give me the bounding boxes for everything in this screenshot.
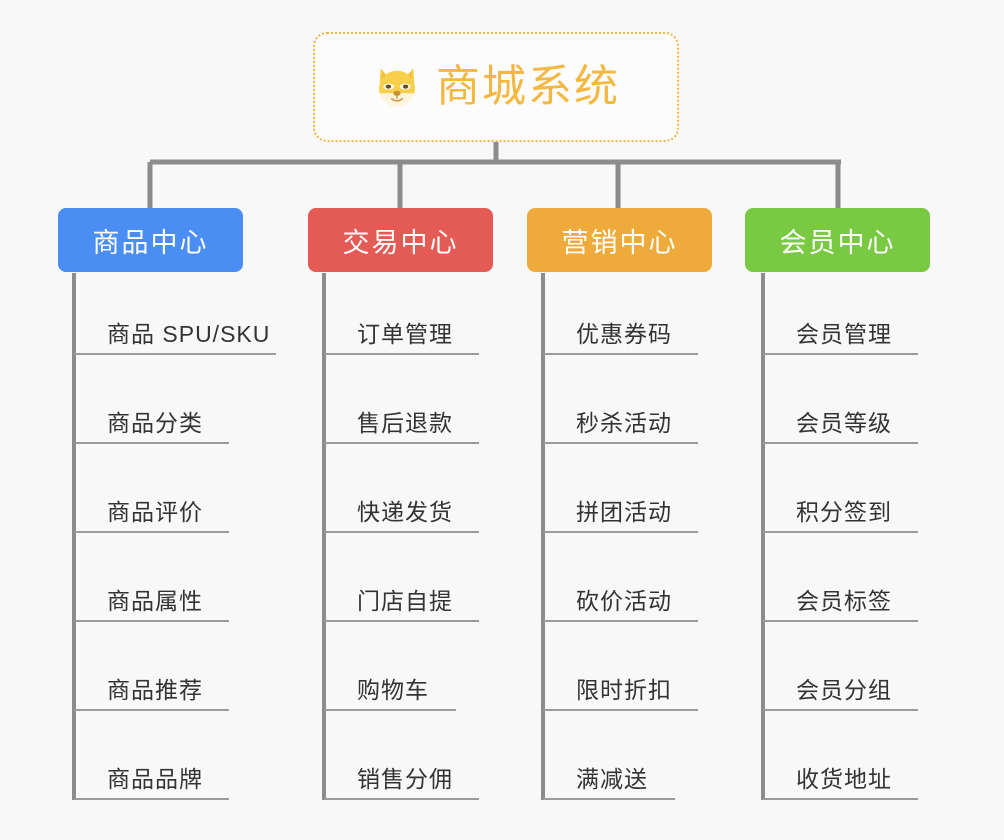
leaf-label: 商品属性 [107, 587, 203, 614]
leaf-label: 拼团活动 [576, 498, 672, 525]
leaf-label: 限时折扣 [576, 676, 672, 703]
leaf-item[interactable]: 砍价活动 [543, 533, 698, 622]
leaf-item[interactable]: 优惠券码 [543, 266, 698, 355]
leaf-item[interactable]: 会员等级 [763, 355, 918, 444]
category-label-3: 营销中心 [561, 227, 678, 258]
leaf-label: 会员分组 [796, 676, 892, 703]
root-title: 商城系统 [436, 62, 620, 111]
leaf-label: 快递发货 [357, 498, 453, 525]
leaf-label: 售后退款 [357, 409, 453, 436]
leaf-item[interactable]: 商品品牌 [74, 711, 229, 800]
category-label-2: 交易中心 [342, 227, 459, 258]
leaf-item[interactable]: 积分签到 [763, 444, 918, 533]
leaf-item[interactable]: 秒杀活动 [543, 355, 698, 444]
leaf-item[interactable]: 快递发货 [324, 444, 479, 533]
leaf-item[interactable]: 满减送 [543, 711, 675, 800]
leaf-item[interactable]: 售后退款 [324, 355, 479, 444]
leaf-label: 满减送 [576, 765, 648, 792]
leaf-item[interactable]: 订单管理 [324, 266, 479, 355]
leaf-item[interactable]: 商品评价 [74, 444, 229, 533]
leaf-item[interactable]: 收货地址 [763, 711, 918, 800]
category-label-4: 会员中心 [779, 227, 896, 258]
leaf-label: 商品品牌 [107, 765, 203, 792]
leaf-item[interactable]: 会员管理 [763, 266, 918, 355]
leaf-item[interactable]: 会员标签 [763, 533, 918, 622]
leaf-item[interactable]: 商品属性 [74, 533, 229, 622]
root-node[interactable]: 商城系统 [313, 32, 679, 142]
leaf-item[interactable]: 商品分类 [74, 355, 229, 444]
leaf-label: 销售分佣 [357, 765, 453, 792]
leaf-label: 积分签到 [796, 498, 892, 525]
leaf-label: 购物车 [357, 676, 429, 703]
shiba-inu-face-icon [372, 62, 422, 112]
leaf-label: 砍价活动 [576, 587, 672, 614]
leaf-label: 会员等级 [796, 409, 892, 436]
leaf-label: 商品评价 [107, 498, 203, 525]
category-label-1: 商品中心 [92, 227, 209, 258]
leaf-item[interactable]: 门店自提 [324, 533, 479, 622]
category-header-3[interactable]: 营销中心 [527, 208, 712, 272]
leaf-label: 门店自提 [357, 587, 453, 614]
category-header-4[interactable]: 会员中心 [745, 208, 930, 272]
leaf-label: 商品分类 [107, 409, 203, 436]
leaf-item[interactable]: 商品推荐 [74, 622, 229, 711]
leaf-item[interactable]: 购物车 [324, 622, 456, 711]
category-header-2[interactable]: 交易中心 [308, 208, 493, 272]
leaf-label: 会员标签 [796, 587, 892, 614]
leaf-label: 收货地址 [796, 765, 892, 792]
category-header-1[interactable]: 商品中心 [58, 208, 243, 272]
leaf-item[interactable]: 限时折扣 [543, 622, 698, 711]
leaf-item[interactable]: 商品 SPU/SKU [74, 266, 276, 355]
leaf-label: 秒杀活动 [576, 409, 672, 436]
leaf-label: 商品 SPU/SKU [107, 320, 271, 347]
leaf-item[interactable]: 销售分佣 [324, 711, 479, 800]
leaf-label: 会员管理 [796, 320, 892, 347]
leaf-label: 订单管理 [357, 320, 453, 347]
leaf-item[interactable]: 拼团活动 [543, 444, 698, 533]
leaf-label: 优惠券码 [576, 320, 672, 347]
leaf-label: 商品推荐 [107, 676, 203, 703]
leaf-item[interactable]: 会员分组 [763, 622, 918, 711]
